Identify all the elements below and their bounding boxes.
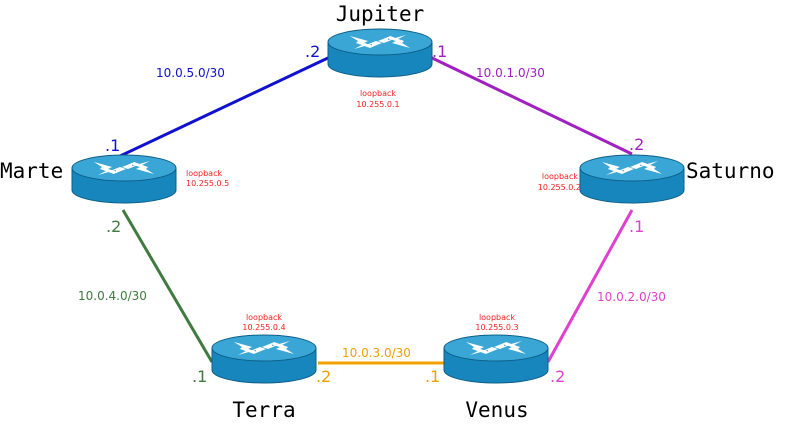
iface-jupiter-to-saturno: .1 — [432, 42, 447, 61]
router-icon[interactable] — [327, 28, 433, 78]
link-marte-terra — [121, 209, 214, 363]
loopback-label-marte: loopback — [186, 169, 222, 178]
loopback-ip-terra: 10.255.0.4 — [242, 323, 285, 332]
loopback-label-saturno: loopback — [542, 172, 578, 181]
network-label-jupiter-saturno: 10.0.1.0/30 — [476, 66, 545, 80]
iface-terra-to-marte: .1 — [192, 367, 207, 386]
router-icon[interactable] — [579, 154, 685, 204]
iface-venus-to-terra: .1 — [425, 367, 440, 386]
loopback-label-terra: loopback — [246, 313, 282, 322]
router-name-terra: Terra — [232, 398, 295, 422]
loopback-ip-marte: 10.255.0.5 — [186, 179, 229, 188]
loopback-ip-venus: 10.255.0.3 — [475, 323, 518, 332]
link-jupiter-marte — [117, 55, 331, 159]
router-icon[interactable] — [71, 154, 177, 204]
iface-terra-to-venus: .2 — [316, 367, 331, 386]
loopback-ip-saturno: 10.255.0.2 — [538, 183, 581, 192]
iface-jupiter-to-marte: .2 — [305, 42, 320, 61]
loopback-label-jupiter: loopback — [360, 89, 396, 98]
iface-marte-to-jupiter: .1 — [105, 136, 120, 155]
network-label-venus-saturno: 10.0.2.0/30 — [597, 290, 666, 304]
network-label-jupiter-marte: 10.0.5.0/30 — [156, 66, 225, 80]
network-label-terra-venus: 10.0.3.0/30 — [342, 346, 411, 360]
router-name-marte: Marte — [0, 159, 63, 183]
link-jupiter-saturno — [429, 55, 633, 156]
router-name-saturno: Saturno — [686, 159, 775, 183]
iface-saturno-to-venus: .1 — [629, 217, 644, 236]
router-icon[interactable] — [211, 334, 317, 384]
router-icon[interactable] — [443, 334, 549, 384]
iface-marte-to-terra: .2 — [106, 217, 121, 236]
loopback-label-venus: loopback — [479, 313, 515, 322]
iface-saturno-to-jupiter: .2 — [629, 135, 644, 154]
link-venus-saturno — [546, 209, 634, 363]
loopback-ip-jupiter: 10.255.0.1 — [356, 100, 399, 109]
iface-venus-to-saturno: .2 — [550, 367, 565, 386]
router-name-venus: Venus — [465, 398, 528, 422]
network-label-marte-terra: 10.0.4.0/30 — [78, 289, 147, 303]
router-name-jupiter: Jupiter — [336, 2, 425, 26]
